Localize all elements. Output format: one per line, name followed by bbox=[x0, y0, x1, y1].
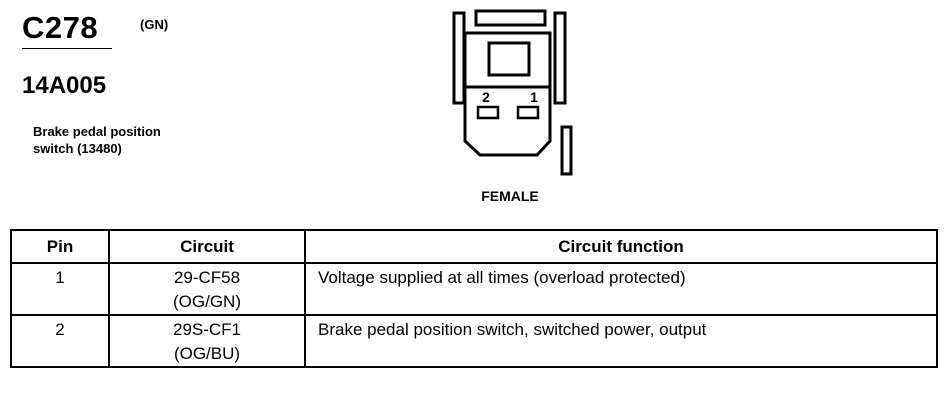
latch-window bbox=[487, 41, 531, 77]
header-circuit: Circuit bbox=[108, 229, 306, 264]
connector-id: C278 bbox=[22, 10, 99, 45]
pin-number: 2 bbox=[10, 314, 110, 368]
top-key bbox=[474, 9, 547, 27]
pinout-table: Pin Circuit Circuit function 1 29-CF58 (O… bbox=[10, 229, 938, 368]
pin-label-2: 2 bbox=[482, 89, 490, 105]
table-header-row: Pin Circuit Circuit function bbox=[10, 229, 938, 264]
table-row: 1 29-CF58 (OG/GN) Voltage supplied at all… bbox=[10, 262, 938, 316]
wire-color: (OG/BU) bbox=[173, 344, 241, 363]
connector-face-diagram: 2 1 bbox=[452, 9, 573, 176]
header-pin: Pin bbox=[10, 229, 110, 264]
description-line-1: Brake pedal position bbox=[33, 124, 161, 139]
left-latch-arm bbox=[452, 11, 466, 105]
wire-color: (OG/GN) bbox=[173, 292, 241, 311]
table-row: 2 29S-CF1 (OG/BU) Brake pedal position sw… bbox=[10, 314, 938, 368]
circuit-number: 29S-CF1 bbox=[172, 320, 242, 339]
part-number: 14A005 bbox=[22, 72, 107, 99]
circuit-cell: 29-CF58 (OG/GN) bbox=[108, 262, 306, 316]
cavity-1 bbox=[516, 105, 540, 120]
circuit-cell: 29S-CF1 (OG/BU) bbox=[108, 314, 306, 368]
connector-body bbox=[463, 31, 552, 157]
lock-tab bbox=[560, 125, 573, 176]
description-line-2: switch (13480) bbox=[33, 141, 122, 156]
pin-number: 1 bbox=[10, 262, 110, 316]
right-latch-arm bbox=[553, 11, 567, 105]
connector-color-code: (GN) bbox=[140, 17, 169, 32]
header-circuit-function: Circuit function bbox=[304, 229, 938, 264]
circuit-function: Voltage supplied at all times (overload … bbox=[304, 262, 938, 316]
pin-label-1: 1 bbox=[530, 89, 538, 105]
view-label: FEMALE bbox=[481, 188, 539, 204]
title-underline bbox=[22, 48, 112, 49]
circuit-function: Brake pedal position switch, switched po… bbox=[304, 314, 938, 368]
cavity-2 bbox=[476, 105, 500, 120]
circuit-number: 29-CF58 bbox=[173, 268, 241, 287]
